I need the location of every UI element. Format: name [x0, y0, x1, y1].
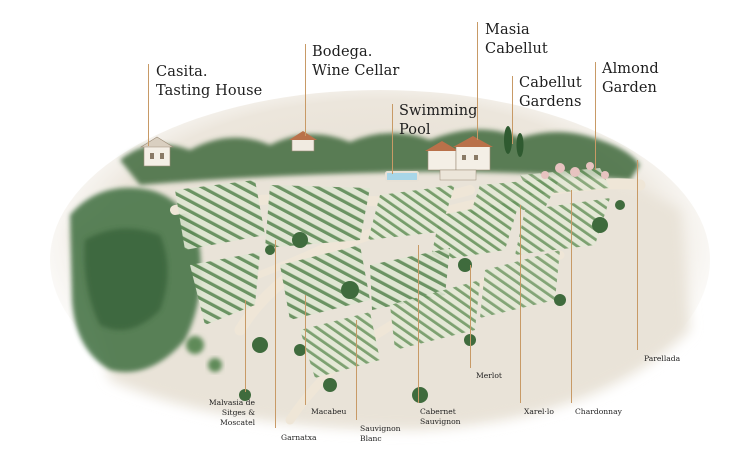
plot-8 [280, 245, 370, 320]
leader-line-xarel-lo [520, 205, 521, 403]
label-garnatxa: Garnatxa [281, 433, 317, 442]
leader-line-macabeu [305, 295, 306, 405]
label-bodega-wine-cellar: Bodega. Wine Cellar [312, 44, 400, 79]
leader-line-merlot [470, 265, 471, 368]
leader-line-cabernet-sauvignon [418, 245, 419, 403]
leader-line-bodega [305, 44, 306, 136]
label-xarel-lo: Xarel·lo [524, 407, 554, 416]
plot-7 [190, 252, 260, 325]
almond-trees [541, 162, 609, 179]
label-casita-tasting-house: Casita. Tasting House [156, 64, 263, 99]
label-cabernet-sauvignon: Cabernet Sauvignon [420, 407, 461, 426]
cypress-trees [504, 126, 524, 157]
leader-line-malvasia [245, 300, 246, 392]
plot-2 [265, 185, 370, 248]
leader-line-casita [148, 64, 149, 146]
leader-line-sauvignon-blanc [356, 320, 357, 420]
label-swimming-pool: Swimming Pool [399, 103, 478, 138]
plot-3 [368, 185, 455, 240]
plot-6 [515, 198, 610, 255]
plot-1 [175, 180, 265, 250]
label-macabeu: Macabeu [311, 407, 347, 416]
label-almond-garden: Almond Garden [602, 61, 659, 96]
leader-line-chardonnay [571, 190, 572, 403]
label-masia-cabellut: Masia Cabellut [485, 22, 548, 57]
casita-building [139, 136, 175, 167]
label-sauvignon-blanc: Sauvignon Blanc [360, 424, 401, 443]
plot-10 [300, 312, 380, 378]
masia-buildings [425, 136, 493, 181]
leader-line-almond-garden [595, 62, 596, 170]
label-malvasia-moscatel: Malvasia de Sitges & Moscatel [208, 398, 255, 427]
label-chardonnay: Chardonnay [575, 407, 622, 416]
leader-line-swimming-pool [392, 104, 393, 174]
bodega-building [289, 131, 317, 152]
label-merlot: Merlot [476, 371, 502, 380]
swimming-pool-shape [385, 171, 419, 182]
label-parellada: Parellada [644, 354, 681, 363]
left-forest [70, 187, 222, 372]
plot-11 [390, 280, 480, 350]
leader-line-garnatxa [275, 240, 276, 428]
label-cabellut-gardens: Cabellut Gardens [519, 75, 582, 110]
leader-line-masia [477, 22, 478, 140]
vineyard-plots [175, 168, 610, 378]
leader-line-cabellut-gardens [512, 76, 513, 144]
plot-4 [430, 200, 520, 262]
leader-line-parellada [637, 160, 638, 350]
